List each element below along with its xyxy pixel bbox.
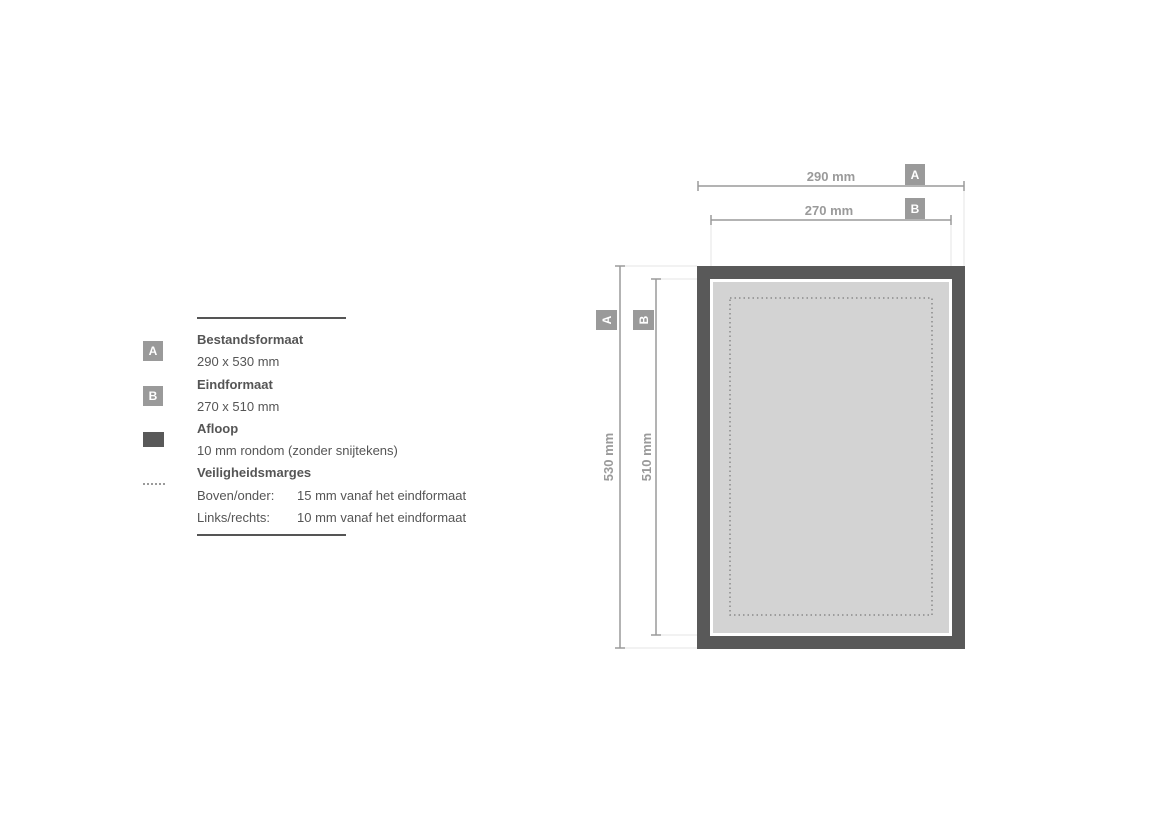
- width-file-dimension: [697, 181, 965, 191]
- legend-bleed-value: 10 mm rondom (zonder snijtekens): [197, 443, 398, 458]
- legend-file-format-title: Bestandsformaat: [197, 332, 304, 347]
- legend-badge-b: B: [143, 386, 163, 406]
- width-file-badge-letter: A: [911, 168, 920, 182]
- height-file-badge-letter: A: [600, 315, 614, 324]
- legend-safety-row-label: Boven/onder:: [197, 488, 275, 503]
- height-file-label: 530 mm: [601, 433, 616, 481]
- height-file-dimension: [615, 265, 625, 649]
- legend-safety-title: Veiligheidsmarges: [197, 465, 312, 480]
- height-final-dimension: [651, 278, 661, 636]
- final-format-area: [713, 282, 949, 633]
- guide-lines: [620, 190, 965, 649]
- width-final-badge-letter: B: [911, 202, 920, 216]
- width-final-badge: [905, 198, 925, 219]
- legend-bleed-title: Afloop: [197, 421, 239, 436]
- width-file-label: 290 mm: [807, 169, 855, 184]
- safety-margin: [729, 297, 933, 616]
- legend-safety-row-value: 10 mm vanaf het eindformaat: [297, 510, 467, 525]
- width-final-dimension: [710, 215, 952, 225]
- width-file-badge: [905, 164, 925, 185]
- height-final-label: 510 mm: [639, 433, 654, 481]
- legend-file-format-value: 290 x 530 mm: [197, 354, 280, 369]
- legend-bottom-rule: [197, 534, 346, 536]
- legend-top-rule: [197, 317, 346, 319]
- legend-bleed-swatch: [143, 432, 164, 447]
- legend-safety-row-value: 15 mm vanaf het eindformaat: [297, 488, 467, 503]
- height-final-badge-letter: B: [637, 315, 651, 324]
- width-final-label: 270 mm: [805, 203, 853, 218]
- legend-final-format-value: 270 x 510 mm: [197, 399, 280, 414]
- legend-safety-dots-icon: [143, 483, 165, 485]
- height-file-badge: [596, 310, 617, 330]
- legend-badge-a: A: [143, 341, 163, 361]
- legend-safety-row-label: Links/rechts:: [197, 510, 270, 525]
- height-final-badge: [633, 310, 654, 330]
- legend-final-format-title: Eindformaat: [197, 377, 273, 392]
